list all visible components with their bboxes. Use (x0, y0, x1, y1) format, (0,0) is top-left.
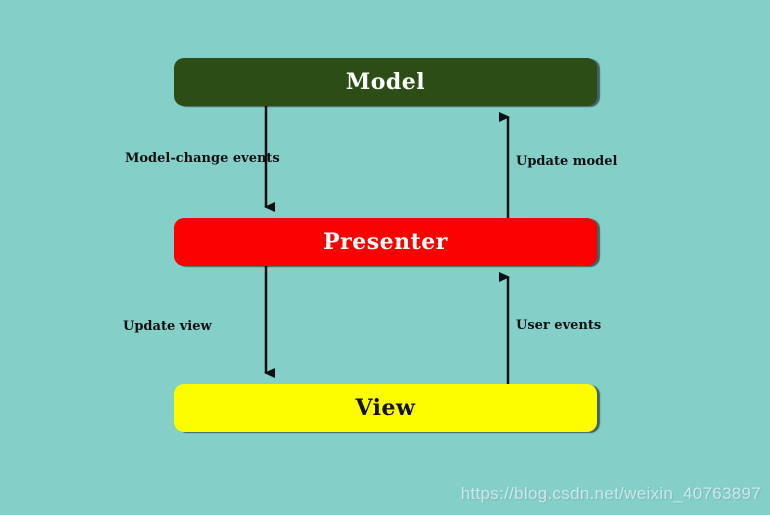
node-model: Model (174, 58, 597, 106)
edge-label-model-change-events: Model-change events (125, 151, 280, 166)
edge-label-user-events: User events (516, 318, 602, 333)
watermark-url: https://blog.csdn.net/weixin_40763897 (460, 484, 761, 503)
edge-label-update-view: Update view (123, 319, 212, 334)
edge-label-update-model: Update model (516, 154, 618, 169)
node-presenter-label: Presenter (323, 229, 448, 255)
node-model-label: Model (345, 69, 426, 95)
node-presenter: Presenter (174, 218, 597, 266)
node-view-label: View (355, 395, 416, 421)
node-view: View (174, 384, 597, 432)
